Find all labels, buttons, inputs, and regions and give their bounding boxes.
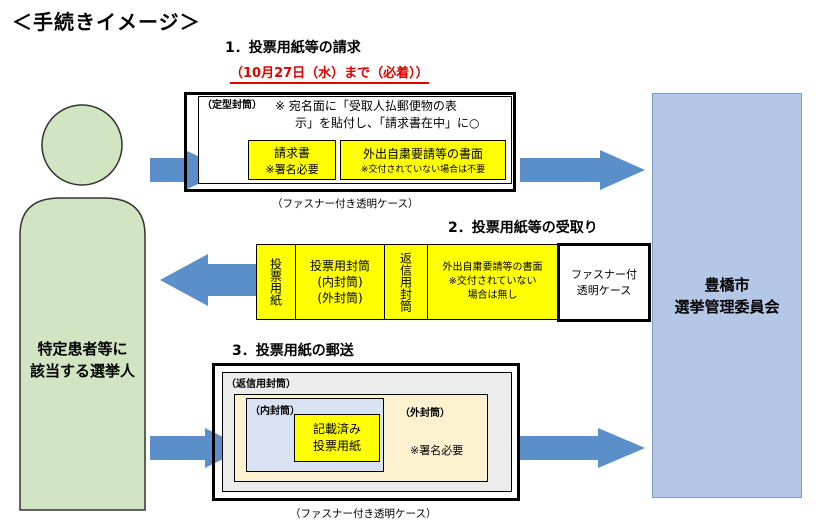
outer-envelope-title: （外封筒） bbox=[400, 408, 450, 419]
request-form-item: 請求書 ※署名必要 bbox=[248, 140, 336, 180]
outing-document-line3: 場合は無し bbox=[467, 290, 518, 301]
signature-note: ※署名必要 bbox=[410, 444, 464, 457]
completed-ballot-line1: 記載済み bbox=[312, 422, 361, 436]
request-form-line1: 請求書 bbox=[273, 145, 310, 160]
inner-envelope-title: （内封筒） bbox=[250, 406, 300, 417]
request-note-line1: ※ 宛名面に「受取人払郵便物の表 bbox=[275, 99, 457, 113]
arrow-step3-left bbox=[150, 428, 245, 468]
voting-envelopes-line1: 投票用封筒 bbox=[309, 259, 370, 273]
return-envelope-item: 返信用封筒 bbox=[384, 244, 428, 320]
request-envelope-note: ※ 宛名面に「受取人払郵便物の表 示」を貼付し、「請求書在中」に○ bbox=[275, 98, 479, 132]
deadline-note: （10月27日（水）まで（必着）） bbox=[230, 62, 429, 84]
mail-case-caption: （ファスナー付き透明ケース） bbox=[290, 508, 437, 520]
return-envelope-title: （返信用封筒） bbox=[226, 379, 296, 390]
voter-label-line2: 該当する選挙人 bbox=[29, 362, 135, 380]
request-form-line2: ※署名必要 bbox=[265, 162, 319, 176]
committee-line1: 豊橋市 bbox=[704, 275, 750, 294]
outing-document-line2: ※交付されていない bbox=[448, 276, 537, 287]
step3-heading: 3．投票用紙の郵送 bbox=[232, 343, 354, 359]
return-envelope-label: 返信用封筒 bbox=[398, 252, 413, 312]
transparent-case-line1: ファスナー付 bbox=[571, 267, 637, 281]
request-document-line1: 外出自粛要請等の書面 bbox=[362, 147, 483, 161]
voter-label-line1: 特定患者等に bbox=[37, 340, 128, 358]
request-envelope-label: （定型封筒） bbox=[202, 100, 262, 111]
request-document-line2: ※交付されていない場合は不要 bbox=[360, 165, 486, 175]
election-committee-box: 豊橋市 選挙管理委員会 bbox=[652, 93, 802, 498]
completed-ballot-line2: 投票用紙 bbox=[312, 439, 361, 453]
ballot-label: 投票用紙 bbox=[268, 258, 283, 306]
request-note-line2: 示」を貼付し、「請求書在中」に○ bbox=[295, 116, 480, 130]
arrow-step2 bbox=[160, 254, 256, 306]
voting-envelopes-line3: (外封筒) bbox=[317, 291, 363, 305]
voter-head bbox=[41, 104, 123, 186]
page-title: ＜手続きイメージ＞ bbox=[12, 10, 201, 34]
step1-heading: 1．投票用紙等の請求 bbox=[225, 40, 361, 56]
voter-body bbox=[19, 197, 146, 511]
transparent-case-box: ファスナー付 透明ケース bbox=[557, 243, 651, 322]
outing-document-line1: 外出自粛要請等の書面 bbox=[442, 262, 543, 273]
request-case-caption: （ファスナー付き透明ケース） bbox=[272, 198, 419, 210]
completed-ballot-item: 記載済み 投票用紙 bbox=[294, 414, 380, 462]
ballot-item: 投票用紙 bbox=[256, 244, 296, 320]
outing-document-item: 外出自粛要請等の書面 ※交付されていない 場合は無し bbox=[427, 244, 558, 320]
request-case-box bbox=[184, 92, 516, 192]
voting-envelopes-item: 投票用封筒 (内封筒) (外封筒) bbox=[295, 244, 385, 320]
arrow-step1 bbox=[150, 150, 228, 190]
voter-label: 特定患者等に 該当する選挙人 bbox=[20, 330, 145, 390]
arrow-step3-right bbox=[520, 428, 645, 468]
mail-case-box bbox=[212, 363, 520, 501]
committee-line2: 選挙管理委員会 bbox=[674, 297, 780, 316]
step2-heading: 2．投票用紙等の受取り bbox=[448, 220, 598, 236]
request-document-item: 外出自粛要請等の書面 ※交付されていない場合は不要 bbox=[340, 140, 506, 180]
arrow-step1-to-committee bbox=[520, 150, 645, 190]
voting-envelopes-line2: (内封筒) bbox=[317, 275, 363, 289]
transparent-case-line2: 透明ケース bbox=[576, 283, 632, 297]
